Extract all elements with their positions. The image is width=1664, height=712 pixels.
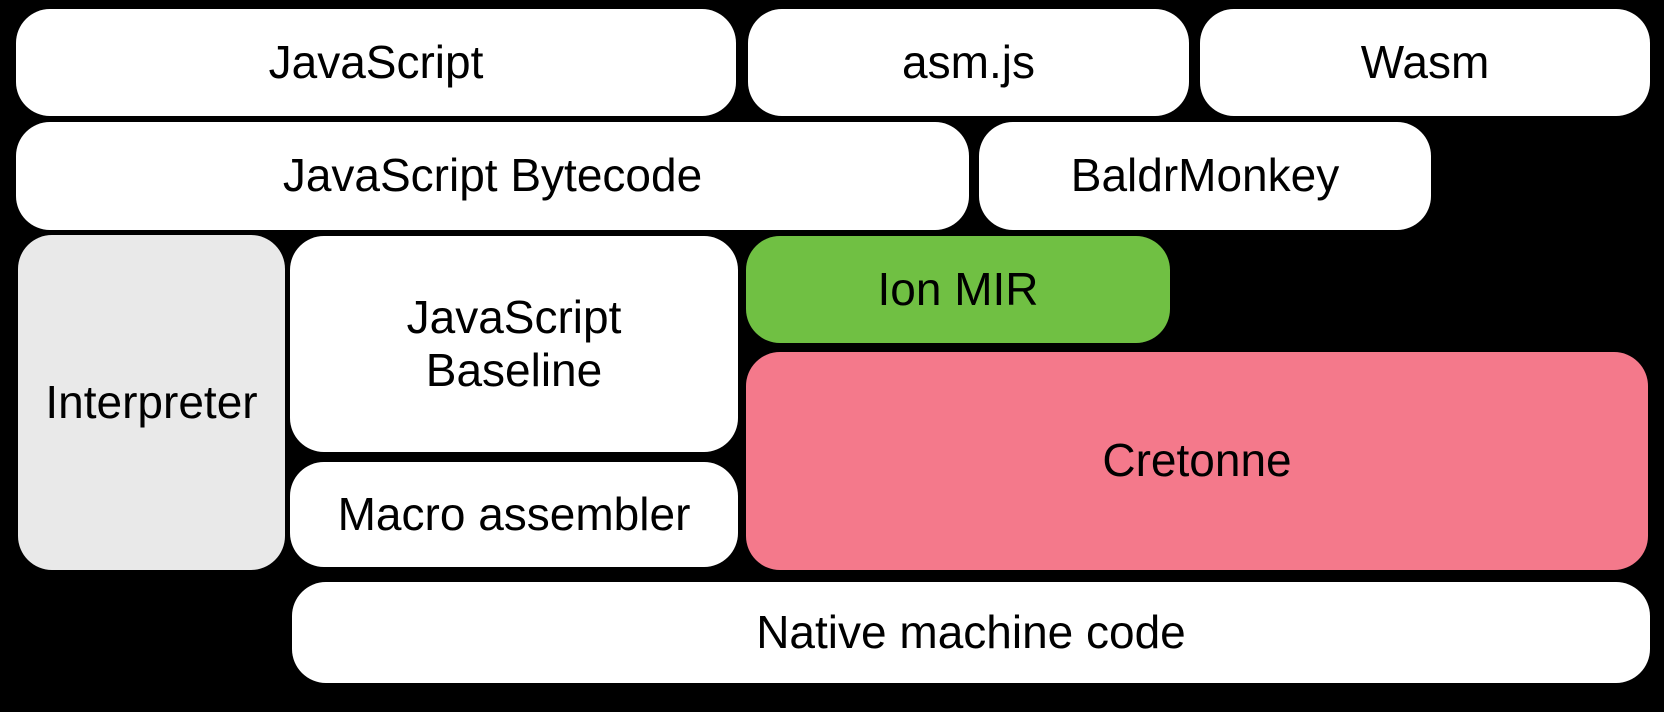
box-wasm: Wasm [1200, 9, 1650, 116]
box-interpreter: Interpreter [18, 235, 285, 570]
box-javascript-bytecode-label: JavaScript Bytecode [282, 149, 703, 202]
box-asmjs-label: asm.js [902, 35, 1035, 88]
box-ion-mir-label: Ion MIR [877, 262, 1039, 315]
box-native-machine-code: Native machine code [292, 582, 1650, 683]
box-cretonne: Cretonne [746, 352, 1648, 570]
box-baldrmonkey-label: BaldrMonkey [1070, 149, 1340, 202]
box-javascript-baseline-label: JavaScript Baseline [406, 290, 622, 396]
box-interpreter-label: Interpreter [45, 375, 258, 428]
box-javascript-label: JavaScript [268, 35, 484, 88]
box-ion-mir: Ion MIR [746, 236, 1170, 343]
box-javascript: JavaScript [16, 9, 736, 116]
box-cretonne-label: Cretonne [1102, 434, 1292, 487]
box-javascript-baseline: JavaScript Baseline [290, 236, 738, 452]
box-javascript-bytecode: JavaScript Bytecode [16, 122, 969, 230]
box-baldrmonkey: BaldrMonkey [979, 122, 1431, 230]
box-macro-assembler: Macro assembler [290, 462, 738, 567]
box-wasm-label: Wasm [1360, 35, 1490, 88]
box-native-machine-code-label: Native machine code [756, 605, 1186, 658]
box-asmjs: asm.js [748, 9, 1189, 116]
box-macro-assembler-label: Macro assembler [337, 487, 691, 540]
